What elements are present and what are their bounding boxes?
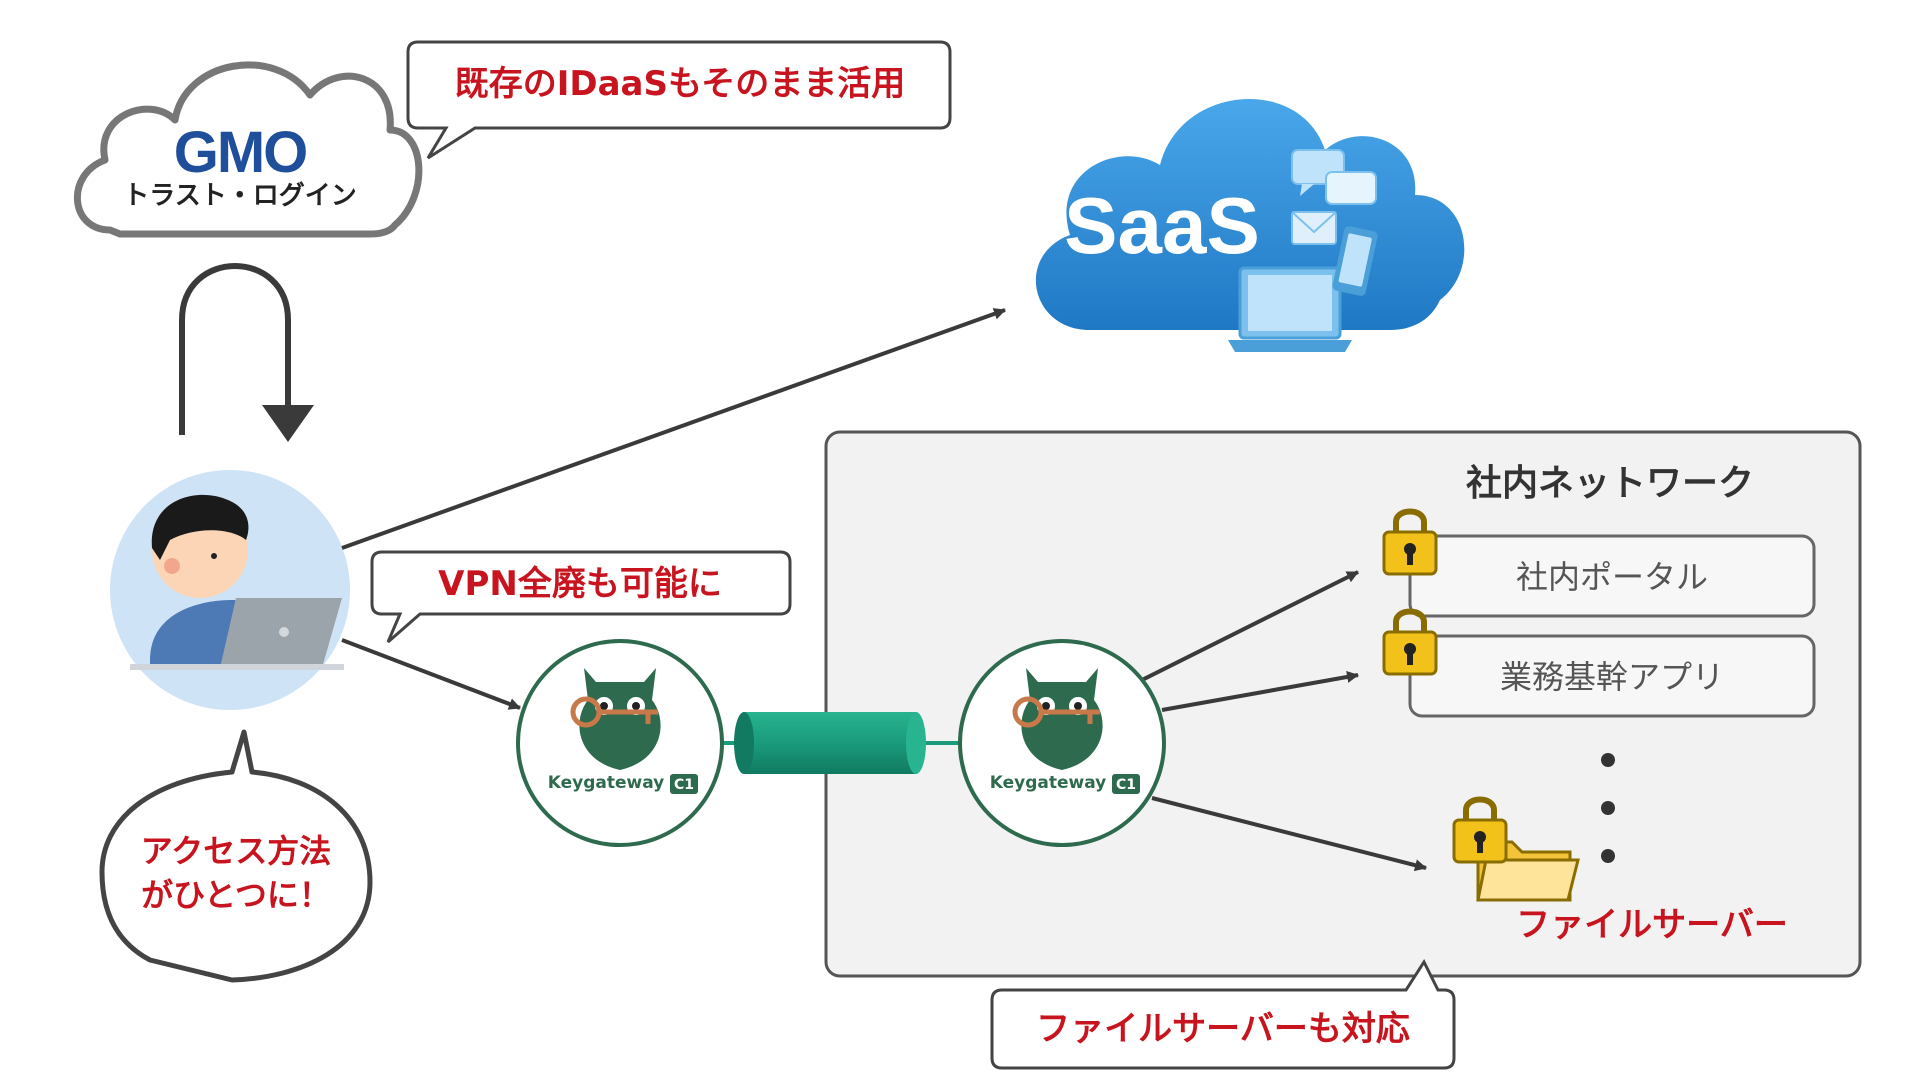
- file-server-callout: ファイルサーバーも対応: [990, 958, 1456, 1070]
- service-label-portal: 社内ポータル: [1516, 558, 1708, 596]
- gateway-2-badge-bg: [1112, 774, 1140, 794]
- gmo-logo-subtext: トラスト・ログイン: [123, 181, 356, 211]
- arrow-user-to-saas: [341, 308, 1006, 550]
- saas-label: SaaS: [1064, 181, 1260, 270]
- user-avatar: [110, 470, 350, 710]
- secure-tunnel: [722, 712, 962, 774]
- service-label-core-app: 業務基幹アプリ: [1500, 658, 1724, 696]
- saas-cloud-icon: [1035, 98, 1465, 352]
- lock-icon: [1452, 796, 1508, 864]
- idaas-callout: 既存のIDaaSもそのまま活用: [406, 40, 952, 160]
- gateway-1-label: Keygateway: [548, 773, 665, 793]
- lock-icon: [1382, 608, 1438, 676]
- keygateway-node-1: Keygateway C1: [516, 639, 724, 847]
- owl-key-icon: [570, 668, 661, 770]
- arrow-gateway-to-core-app: [1161, 671, 1359, 712]
- vpn-callout: VPN全廃も可能に: [370, 550, 792, 644]
- user-callout-line1: アクセス方法: [141, 832, 331, 870]
- service-box-core-app: [1408, 634, 1816, 718]
- file-server-label: ファイルサーバー: [1516, 905, 1788, 945]
- internal-network-title: 社内ネットワーク: [1466, 463, 1754, 504]
- ellipsis-dot: [1601, 753, 1615, 767]
- arrow-gateway-to-portal: [1141, 570, 1359, 682]
- lock-icon: [1382, 508, 1438, 576]
- auth-loop-arrow: [179, 263, 314, 442]
- service-box-portal: [1408, 534, 1816, 618]
- user-callout: アクセス方法 がひとつに！: [99, 729, 373, 983]
- gmo-cloud-icon: [74, 61, 423, 238]
- gateway-1-badge: C1: [674, 777, 694, 793]
- gmo-logo: GMO: [174, 120, 307, 185]
- vpn-callout-text: VPN全廃も可能に: [438, 564, 722, 604]
- gateway-2-badge: C1: [1116, 777, 1136, 793]
- owl-key-icon: [1012, 668, 1103, 770]
- gateway-1-badge-bg: [670, 774, 698, 794]
- arrow-gateway-to-file-server: [1151, 796, 1427, 872]
- keygateway-node-2: Keygateway C1: [958, 639, 1166, 847]
- ellipsis-dot: [1601, 801, 1615, 815]
- ellipsis-dot: [1601, 849, 1615, 863]
- idaas-callout-text: 既存のIDaaSもそのまま活用: [455, 64, 906, 104]
- user-callout-line2: がひとつに！: [141, 876, 331, 914]
- arrow-user-to-gateway: [341, 638, 521, 710]
- gateway-2-label: Keygateway: [990, 773, 1107, 793]
- file-server-callout-text: ファイルサーバーも対応: [1036, 1009, 1410, 1049]
